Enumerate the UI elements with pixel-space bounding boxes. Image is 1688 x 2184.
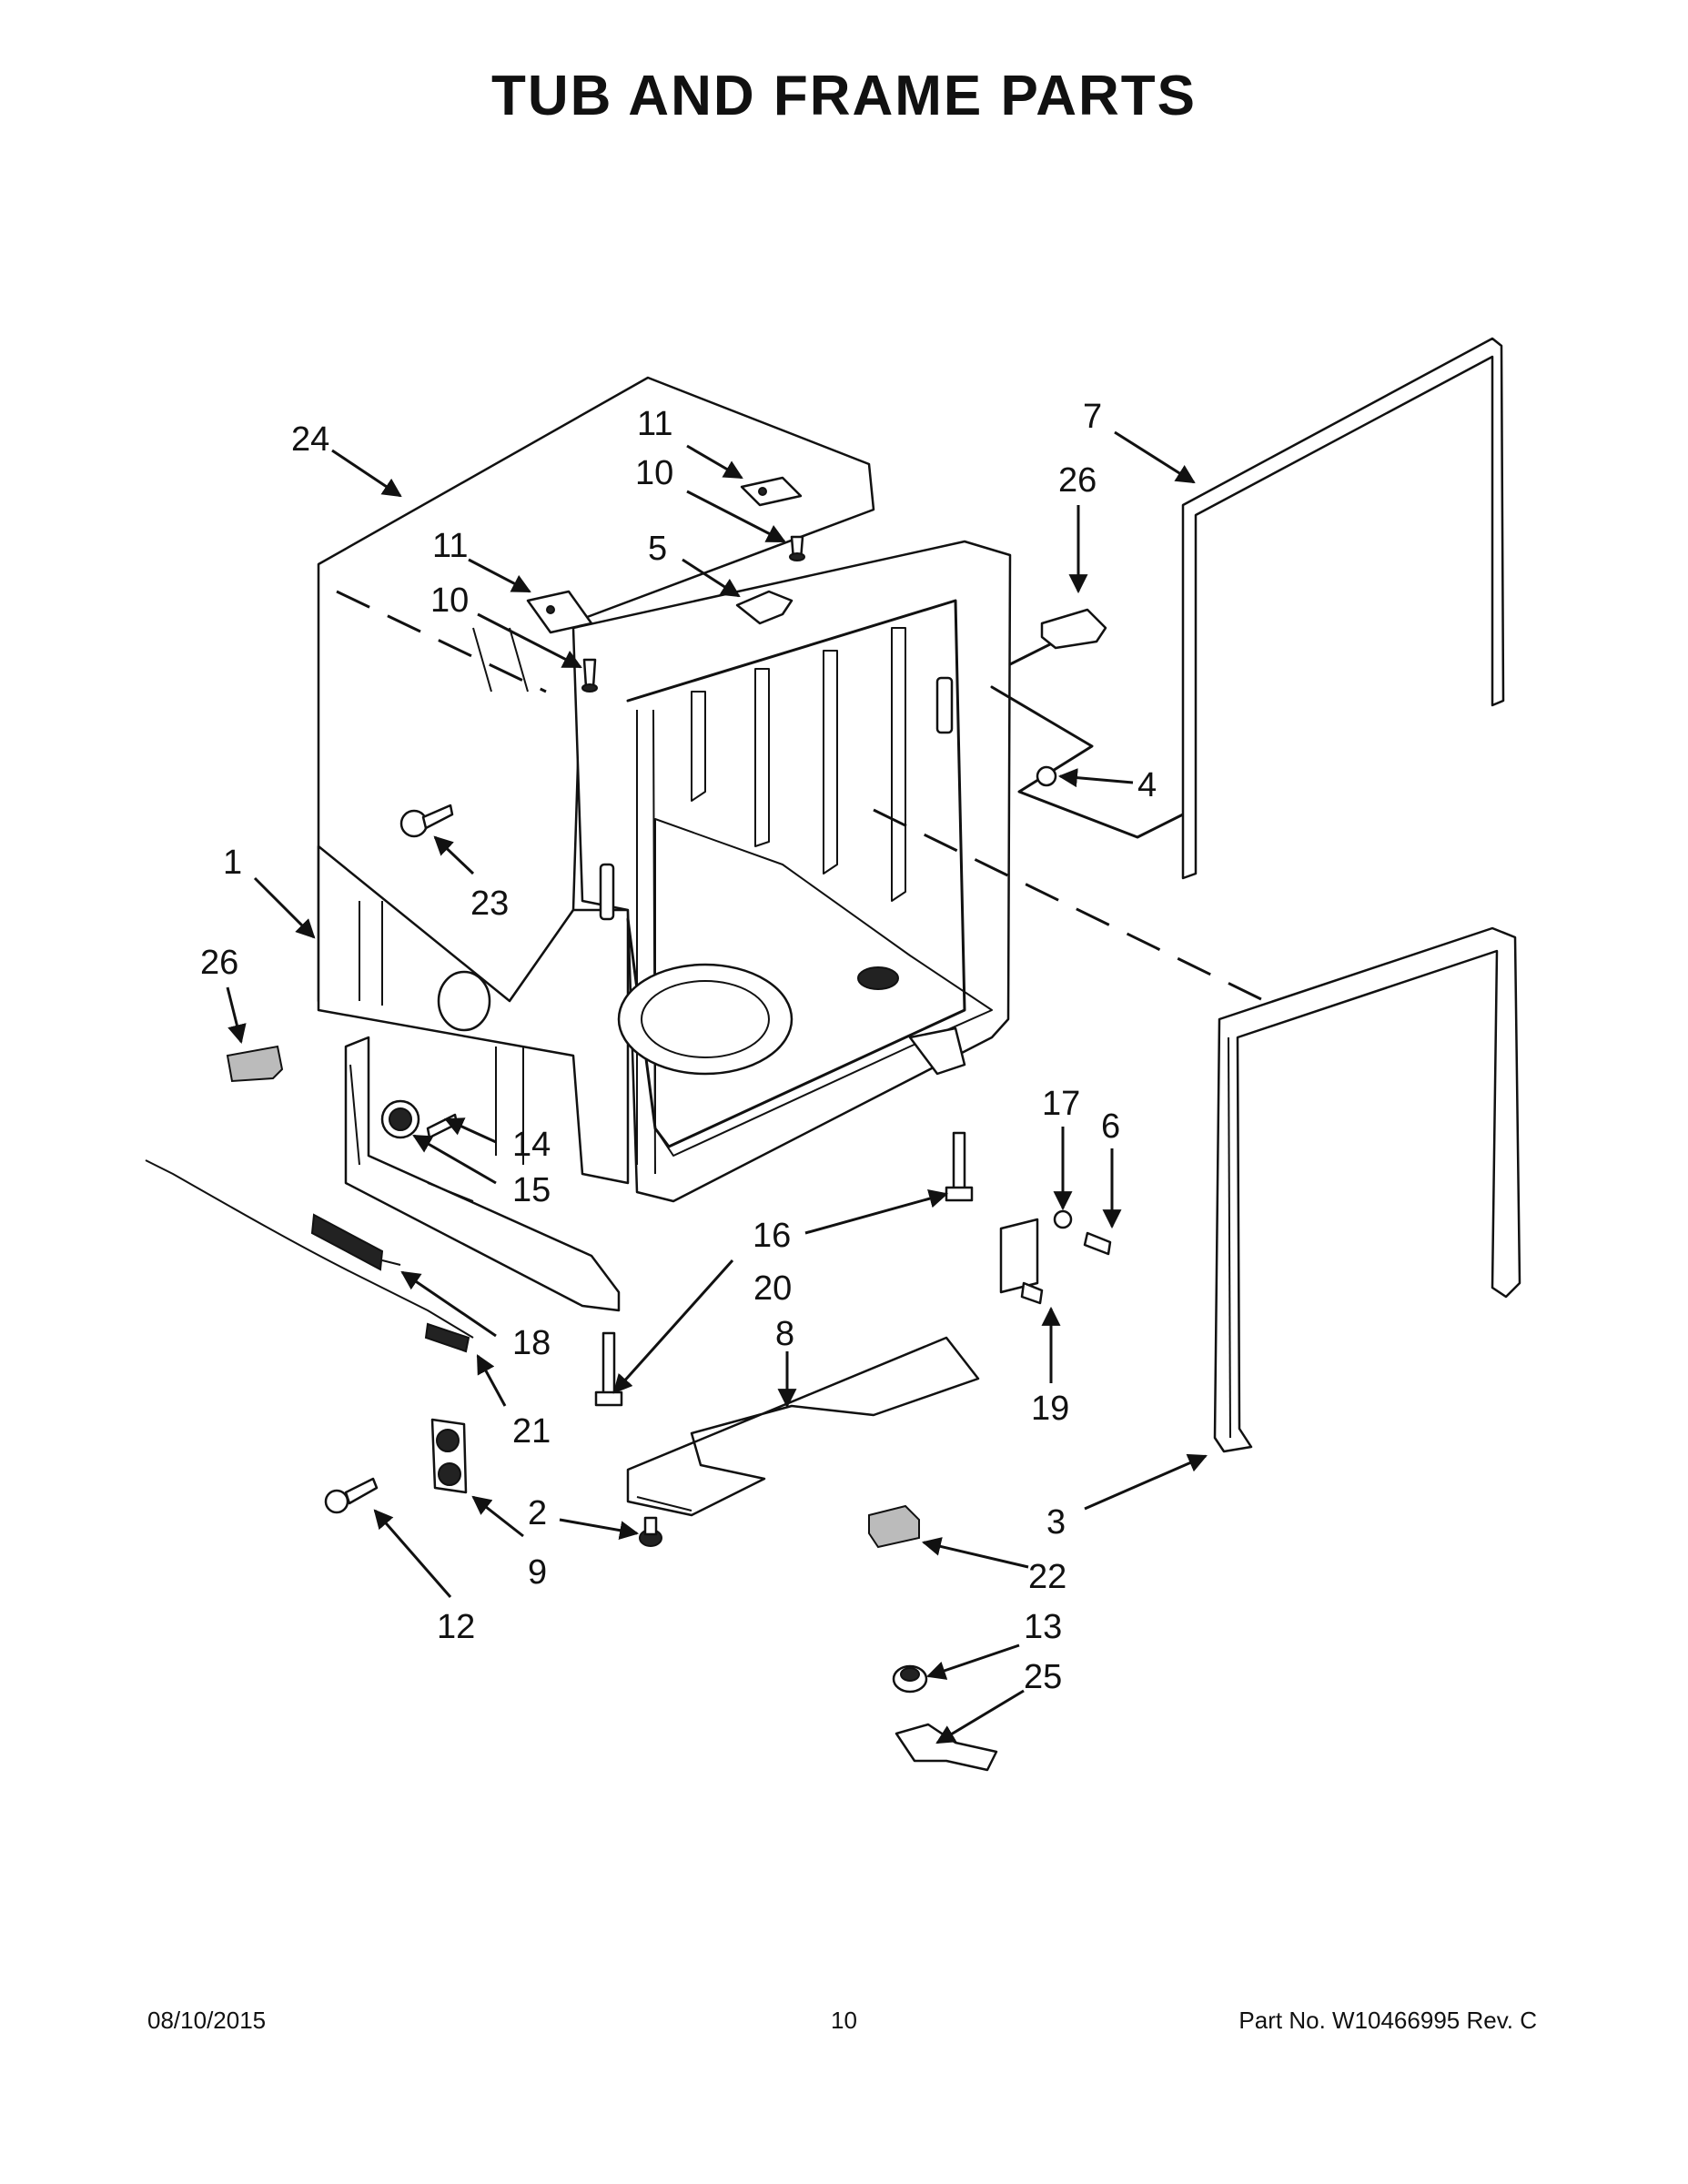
- callout-8: 8: [775, 1315, 794, 1353]
- right-vent-slot: [935, 676, 954, 734]
- door-gasket-top: [1181, 337, 1505, 880]
- callout-6: 6: [1101, 1107, 1120, 1146]
- callout-17: 17: [1042, 1085, 1080, 1123]
- callout-20: 20: [753, 1269, 792, 1308]
- callout-18: 18: [512, 1324, 551, 1362]
- callout-25: 25: [1024, 1658, 1062, 1696]
- base-plate: [626, 1336, 980, 1517]
- callout-12: 12: [437, 1608, 475, 1646]
- bumper-right: [1040, 608, 1107, 650]
- door-cable: [145, 1159, 474, 1339]
- footer-page-number: 10: [831, 2007, 857, 2034]
- callout-16: 16: [753, 1217, 791, 1255]
- nut-17: [1053, 1209, 1073, 1229]
- tub-clip: [735, 590, 793, 625]
- callout-4: 4: [1137, 766, 1157, 804]
- callout-21: 21: [512, 1412, 551, 1451]
- callout-10-left: 10: [430, 581, 469, 620]
- callout-10-top: 10: [635, 454, 673, 492]
- callout-22: 22: [1028, 1558, 1066, 1596]
- callout-2: 2: [528, 1494, 547, 1532]
- callout-1: 1: [223, 844, 242, 882]
- plug: [1036, 765, 1057, 787]
- callout-23: 23: [470, 885, 509, 923]
- callout-5: 5: [648, 530, 667, 568]
- cam-bracket: [430, 1418, 468, 1494]
- screw-top: [789, 535, 805, 561]
- screw-left: [581, 658, 598, 693]
- bumper-left: [226, 1045, 284, 1083]
- bracket-plate: [999, 1218, 1039, 1294]
- bolt-12: [324, 1477, 379, 1514]
- sensor-13: [892, 1664, 928, 1694]
- callout-19: 19: [1031, 1390, 1069, 1428]
- leveling-leg-left: [594, 1331, 623, 1407]
- footer-part-number: Part No. W10466995 Rev. C: [1238, 2007, 1537, 2034]
- leveling-leg-right: [945, 1131, 974, 1202]
- page-title: TUB AND FRAME PARTS: [490, 65, 1198, 127]
- guide-line-b: [873, 808, 1266, 1003]
- screw-6: [1083, 1231, 1112, 1256]
- callout-9: 9: [528, 1553, 547, 1592]
- pulley-wheel: [380, 1099, 459, 1139]
- leader-lines: [226, 430, 1208, 1744]
- callout-11-left: 11: [432, 527, 468, 565]
- door-spring: [310, 1213, 384, 1271]
- base-bracket: [344, 1036, 621, 1312]
- clip-2: [639, 1516, 662, 1547]
- sump-cover: [857, 966, 899, 990]
- left-vent-slot: [599, 863, 615, 921]
- sensor-bracket: [895, 1723, 998, 1772]
- callout-labels: 24 11 10 11 10 5 7 26 4 23 1 26 14 15 18…: [200, 398, 1157, 1696]
- footer-date: 08/10/2015: [147, 2007, 267, 2034]
- front-foot-bracket: [908, 1026, 966, 1076]
- screw-19: [1020, 1281, 1044, 1305]
- callout-14: 14: [512, 1126, 551, 1164]
- callout-13: 13: [1024, 1608, 1062, 1646]
- guide-line-a: [336, 590, 547, 693]
- hinge-bracket-top: [740, 476, 803, 507]
- callout-26-left: 26: [200, 944, 238, 982]
- tub-gasket: [1213, 926, 1521, 1453]
- tub-assembly: [317, 376, 1012, 1312]
- guide-line-c: [990, 685, 1185, 839]
- clip-22: [868, 1504, 920, 1549]
- callout-11-top: 11: [637, 405, 672, 443]
- callout-26-right: 26: [1058, 461, 1097, 500]
- callout-3: 3: [1046, 1503, 1066, 1542]
- callout-15: 15: [512, 1171, 551, 1209]
- hinge-bracket-left: [526, 590, 593, 634]
- callout-24: 24: [291, 420, 329, 459]
- tub-side-port: [437, 970, 491, 1032]
- callout-7: 7: [1083, 398, 1102, 436]
- mounting-screw: [399, 804, 454, 838]
